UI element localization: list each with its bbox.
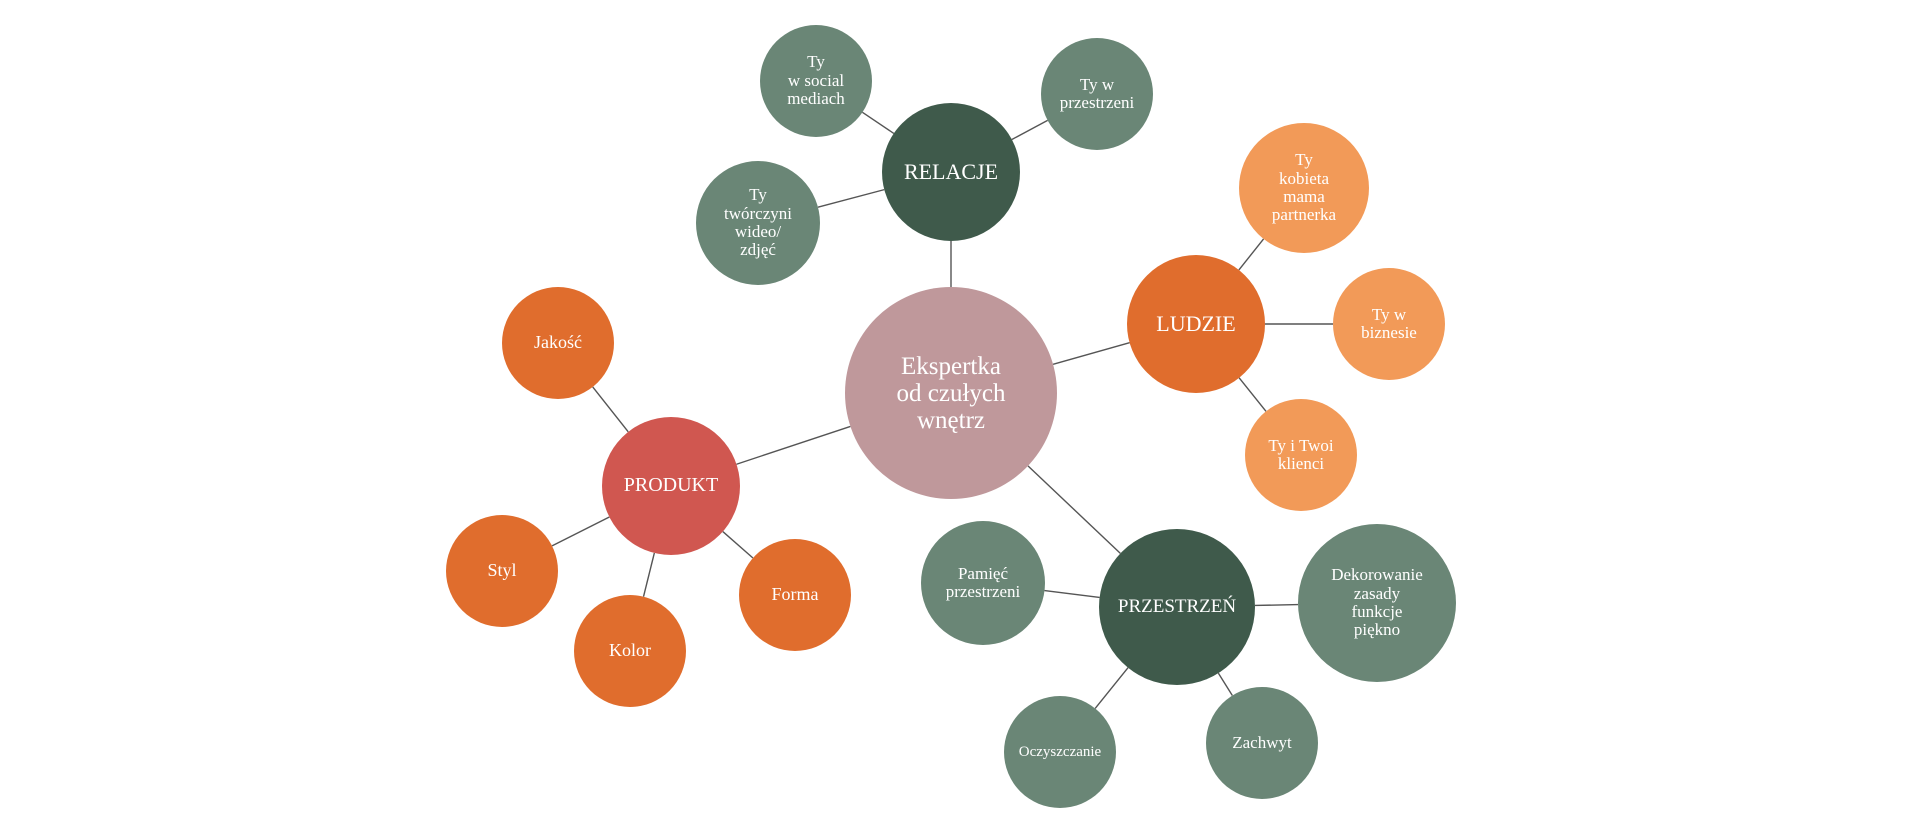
connector-relacje-to-relacje-tworczyni xyxy=(817,188,885,208)
node-produkt-jakosc: Jakość xyxy=(502,287,614,399)
node-produkt-kolor: Kolor xyxy=(574,595,686,707)
node-relacje: RELACJE xyxy=(882,103,1020,241)
node-label-relacje: RELACJE xyxy=(903,159,999,185)
connector-relacje-to-relacje-social xyxy=(862,111,895,135)
node-produkt-forma: Forma xyxy=(739,539,851,651)
node-label-ludzie-klienci: Ty i Twoi klienci xyxy=(1268,435,1334,473)
node-label-produkt-kolor: Kolor xyxy=(609,640,651,661)
node-ludzie-biznesie: Ty w biznesie xyxy=(1333,268,1445,380)
node-label-przestrzen-dekorowanie: Dekorowanie zasady funkcje piękno xyxy=(1331,565,1423,640)
node-label-relacje-przestrzeni: Ty w przestrzeni xyxy=(1059,74,1135,112)
node-label-przestrzen-zachwyt: Zachwyt xyxy=(1232,732,1292,752)
node-label-ludzie-biznesie: Ty w biznesie xyxy=(1361,304,1417,342)
node-label-produkt: PRODUKT xyxy=(623,474,719,497)
node-przestrzen-oczyszczanie: Oczyszczanie xyxy=(1004,696,1116,808)
connector-przestrzen-to-przestrzen-pamiec xyxy=(1044,589,1100,599)
node-produkt: PRODUKT xyxy=(602,417,740,555)
node-relacje-tworczyni: Ty twórczyni wideo/ zdjęć xyxy=(696,161,820,285)
connector-produkt-to-produkt-forma xyxy=(722,531,754,559)
node-center: Ekspertka od czułych wnętrz xyxy=(845,287,1057,499)
node-przestrzen: PRZESTRZEŃ xyxy=(1099,529,1255,685)
node-label-relacje-social: Ty w social mediach xyxy=(787,52,845,109)
connector-center-to-ludzie xyxy=(1052,342,1130,365)
node-produkt-styl: Styl xyxy=(446,515,558,627)
node-label-relacje-tworczyni: Ty twórczyni wideo/ zdjęć xyxy=(724,185,792,260)
node-ludzie-kobieta: Ty kobieta mama partnerka xyxy=(1239,123,1369,253)
node-przestrzen-zachwyt: Zachwyt xyxy=(1206,687,1318,799)
node-ludzie-klienci: Ty i Twoi klienci xyxy=(1245,399,1357,511)
node-relacje-przestrzeni: Ty w przestrzeni xyxy=(1041,38,1153,150)
node-label-przestrzen-pamiec: Pamięć przestrzeni xyxy=(945,563,1021,601)
connector-przestrzen-to-przestrzen-zachwyt xyxy=(1217,672,1233,696)
connector-ludzie-to-ludzie-kobieta xyxy=(1238,238,1265,271)
node-label-center: Ekspertka od czułych wnętrz xyxy=(896,352,1006,434)
connector-center-to-produkt xyxy=(736,425,851,465)
node-label-przestrzen: PRZESTRZEŃ xyxy=(1117,595,1237,617)
node-label-ludzie: LUDZIE xyxy=(1156,311,1236,337)
node-label-produkt-forma: Forma xyxy=(771,584,819,605)
connector-center-to-przestrzen xyxy=(1027,465,1121,554)
connector-przestrzen-to-przestrzen-dekorowanie xyxy=(1254,603,1299,607)
connector-przestrzen-to-przestrzen-oczyszczanie xyxy=(1094,667,1129,709)
connector-produkt-to-produkt-jakosc xyxy=(592,386,629,433)
connector-ludzie-to-ludzie-klienci xyxy=(1238,377,1267,412)
node-przestrzen-pamiec: Pamięć przestrzeni xyxy=(921,521,1045,645)
node-label-produkt-jakosc: Jakość xyxy=(534,332,582,353)
connector-relacje-to-relacje-przestrzeni xyxy=(1011,119,1048,141)
node-ludzie: LUDZIE xyxy=(1127,255,1265,393)
connector-produkt-to-produkt-styl xyxy=(551,516,610,547)
connector-produkt-to-produkt-kolor xyxy=(642,552,656,597)
node-przestrzen-dekorowanie: Dekorowanie zasady funkcje piękno xyxy=(1298,524,1456,682)
node-label-ludzie-kobieta: Ty kobieta mama partnerka xyxy=(1271,150,1337,225)
node-label-produkt-styl: Styl xyxy=(487,560,517,581)
node-relacje-social: Ty w social mediach xyxy=(760,25,872,137)
node-label-przestrzen-oczyszczanie: Oczyszczanie xyxy=(1018,743,1102,760)
